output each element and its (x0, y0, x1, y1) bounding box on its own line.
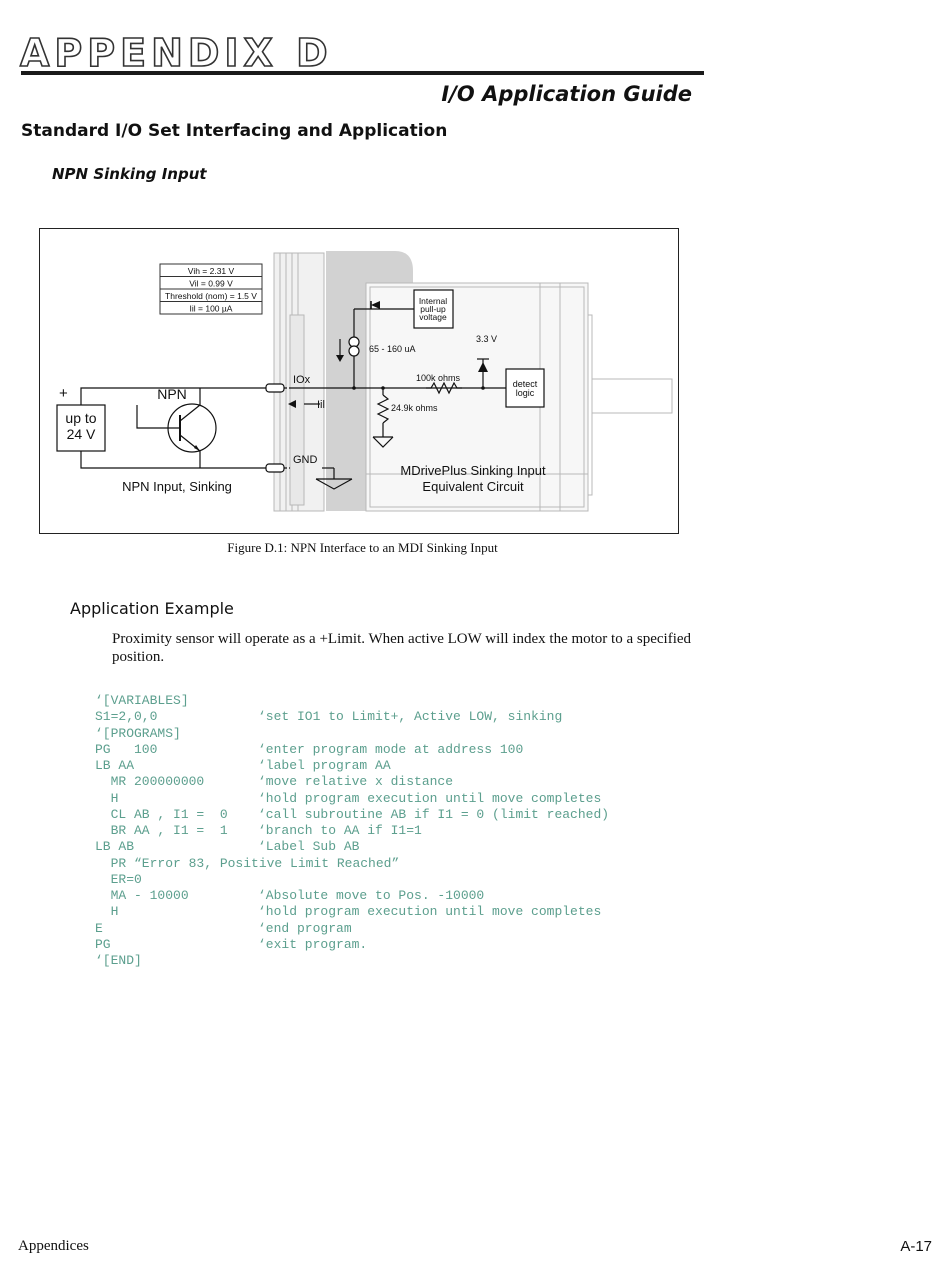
code-comment: ‘Absolute move to Pos. -10000 (258, 888, 485, 903)
detect-label-2: logic (516, 388, 535, 398)
current-label: 65 - 160 uA (369, 344, 416, 354)
code-command: H (95, 790, 119, 806)
detect-label-1: detect (513, 379, 538, 389)
appendix-title: APPENDIX D (19, 30, 333, 76)
code-command: MR 200000000 (95, 774, 205, 790)
code-comment: ‘label program AA (258, 758, 391, 773)
code-line: E ‘end program (95, 921, 609, 937)
code-comment: ‘Label Sub AB (258, 839, 360, 855)
code-command: E (95, 920, 103, 936)
supply-label: up to (65, 410, 96, 426)
spec-vih: Vih = 2.31 V (188, 266, 235, 276)
code-command: ‘[PROGRAMS] (95, 725, 181, 741)
code-line: BR AA , I1 = 1 ‘branch to AA if I1=1 (95, 823, 609, 839)
iil-label: Iil (317, 399, 325, 411)
code-command: ‘[END] (95, 953, 142, 968)
footer-section: Appendices (18, 1238, 89, 1254)
code-comment: ‘exit program. (258, 936, 368, 952)
spec-vil: Vil = 0.99 V (189, 279, 233, 289)
code-command: PG (95, 936, 111, 952)
code-comment: ‘hold program execution until move compl… (258, 904, 602, 920)
code-line: LB AB ‘Label Sub AB (95, 839, 609, 855)
code-command: CL AB , I1 = 0 (95, 806, 228, 822)
figure-caption: Figure D.1: NPN Interface to an MDI Sink… (227, 540, 498, 555)
code-command: MA - 10000 (95, 888, 189, 903)
code-line: ‘[VARIABLES] (95, 693, 609, 709)
code-command: PR “Error 83, Positive Limit Reached” (95, 855, 400, 871)
zener-diode-icon (478, 362, 488, 372)
code-comment: ‘move relative x distance (258, 774, 454, 790)
code-command: PG 100 (95, 741, 158, 757)
code-line: ‘[PROGRAMS] (95, 726, 609, 742)
code-comment: ‘hold program execution until move compl… (258, 790, 602, 806)
r249k-label: 24.9k ohms (391, 403, 438, 413)
code-line: S1=2,0,0 ‘set IO1 to Limit+, Active LOW, … (95, 709, 609, 725)
code-command: ‘[VARIABLES] (95, 693, 189, 708)
code-line: ER=0 (95, 872, 609, 888)
drive-body (273, 251, 673, 512)
code-comment: ‘branch to AA if I1=1 (258, 823, 422, 838)
code-block: ‘[VARIABLES]S1=2,0,0 ‘set IO1 to Limit+, … (95, 693, 609, 969)
application-description: Proximity sensor will operate as a +Limi… (112, 631, 692, 665)
current-arrow-icon (336, 355, 344, 362)
code-command: H (95, 904, 119, 920)
supply-voltage: 24 V (67, 426, 96, 442)
pullup-diode-icon (371, 301, 380, 309)
code-command: BR AA , I1 = 1 (95, 823, 228, 838)
section-title: Standard I/O Set Interfacing and Applica… (21, 121, 448, 141)
gnd-label: GND (293, 454, 318, 466)
code-line: PG 100 ‘enter program mode at address 100 (95, 742, 609, 758)
iox-label: IOx (293, 374, 311, 386)
equiv-label-1: MDrivePlus Sinking Input (400, 463, 546, 478)
external-circuit (56, 383, 290, 473)
code-line: ‘[END] (95, 953, 609, 969)
code-comment: ‘enter program mode at address 100 (258, 741, 524, 757)
header-rule (21, 71, 704, 75)
application-heading: Application Example (70, 599, 234, 618)
code-command: S1=2,0,0 (95, 709, 158, 725)
spec-iil: Iil = 100 µA (190, 304, 233, 314)
emitter-arrow-icon (194, 445, 200, 451)
r100k-label: 100k ohms (416, 373, 461, 383)
page-number: A-17 (900, 1238, 932, 1255)
equiv-label-2: Equivalent Circuit (422, 479, 524, 494)
iil-arrow-icon (288, 400, 296, 408)
code-comment: ‘call subroutine AB if I1 = 0 (limit rea… (258, 806, 610, 822)
code-line: MR 200000000 ‘move relative x distance (95, 774, 609, 790)
internal-circuit (290, 289, 545, 490)
figure-npn-interface: Vih = 2.31 V Vil = 0.99 V Threshold (nom… (39, 228, 679, 534)
code-line: LB AA ‘label program AA (95, 758, 609, 774)
pullup-label-1: Internal (419, 296, 447, 306)
circuit-diagram: Vih = 2.31 V Vil = 0.99 V Threshold (nom… (56, 251, 673, 512)
plus-label: + (59, 385, 68, 402)
pullup-label-3: voltage (419, 312, 447, 322)
code-command: ER=0 (95, 871, 142, 887)
code-line: H ‘hold program execution until move comp… (95, 904, 609, 920)
code-comment: ‘set IO1 to Limit+, Active LOW, sinking (258, 709, 563, 725)
code-line: PR “Error 83, Positive Limit Reached” (95, 856, 609, 872)
npn-caption: NPN Input, Sinking (122, 479, 232, 494)
code-line: CL AB , I1 = 0 ‘call subroutine AB if I1 … (95, 807, 609, 823)
v33-label: 3.3 V (476, 334, 497, 344)
code-line: PG ‘exit program. (95, 937, 609, 953)
pullup-label-2: pull-up (420, 304, 446, 314)
spec-threshold: Threshold (nom) = 1.5 V (165, 291, 257, 301)
code-command: LB AA (95, 758, 135, 773)
subsection-title: NPN Sinking Input (52, 165, 207, 183)
npn-label: NPN (157, 386, 187, 402)
code-command: LB AB (95, 839, 135, 855)
guide-title: I/O Application Guide (441, 82, 692, 106)
code-comment: ‘end program (258, 920, 352, 936)
code-line: MA - 10000 ‘Absolute move to Pos. -10000 (95, 888, 609, 904)
spec-table: Vih = 2.31 V Vil = 0.99 V Threshold (nom… (159, 263, 263, 315)
code-line: H ‘hold program execution until move comp… (95, 791, 609, 807)
